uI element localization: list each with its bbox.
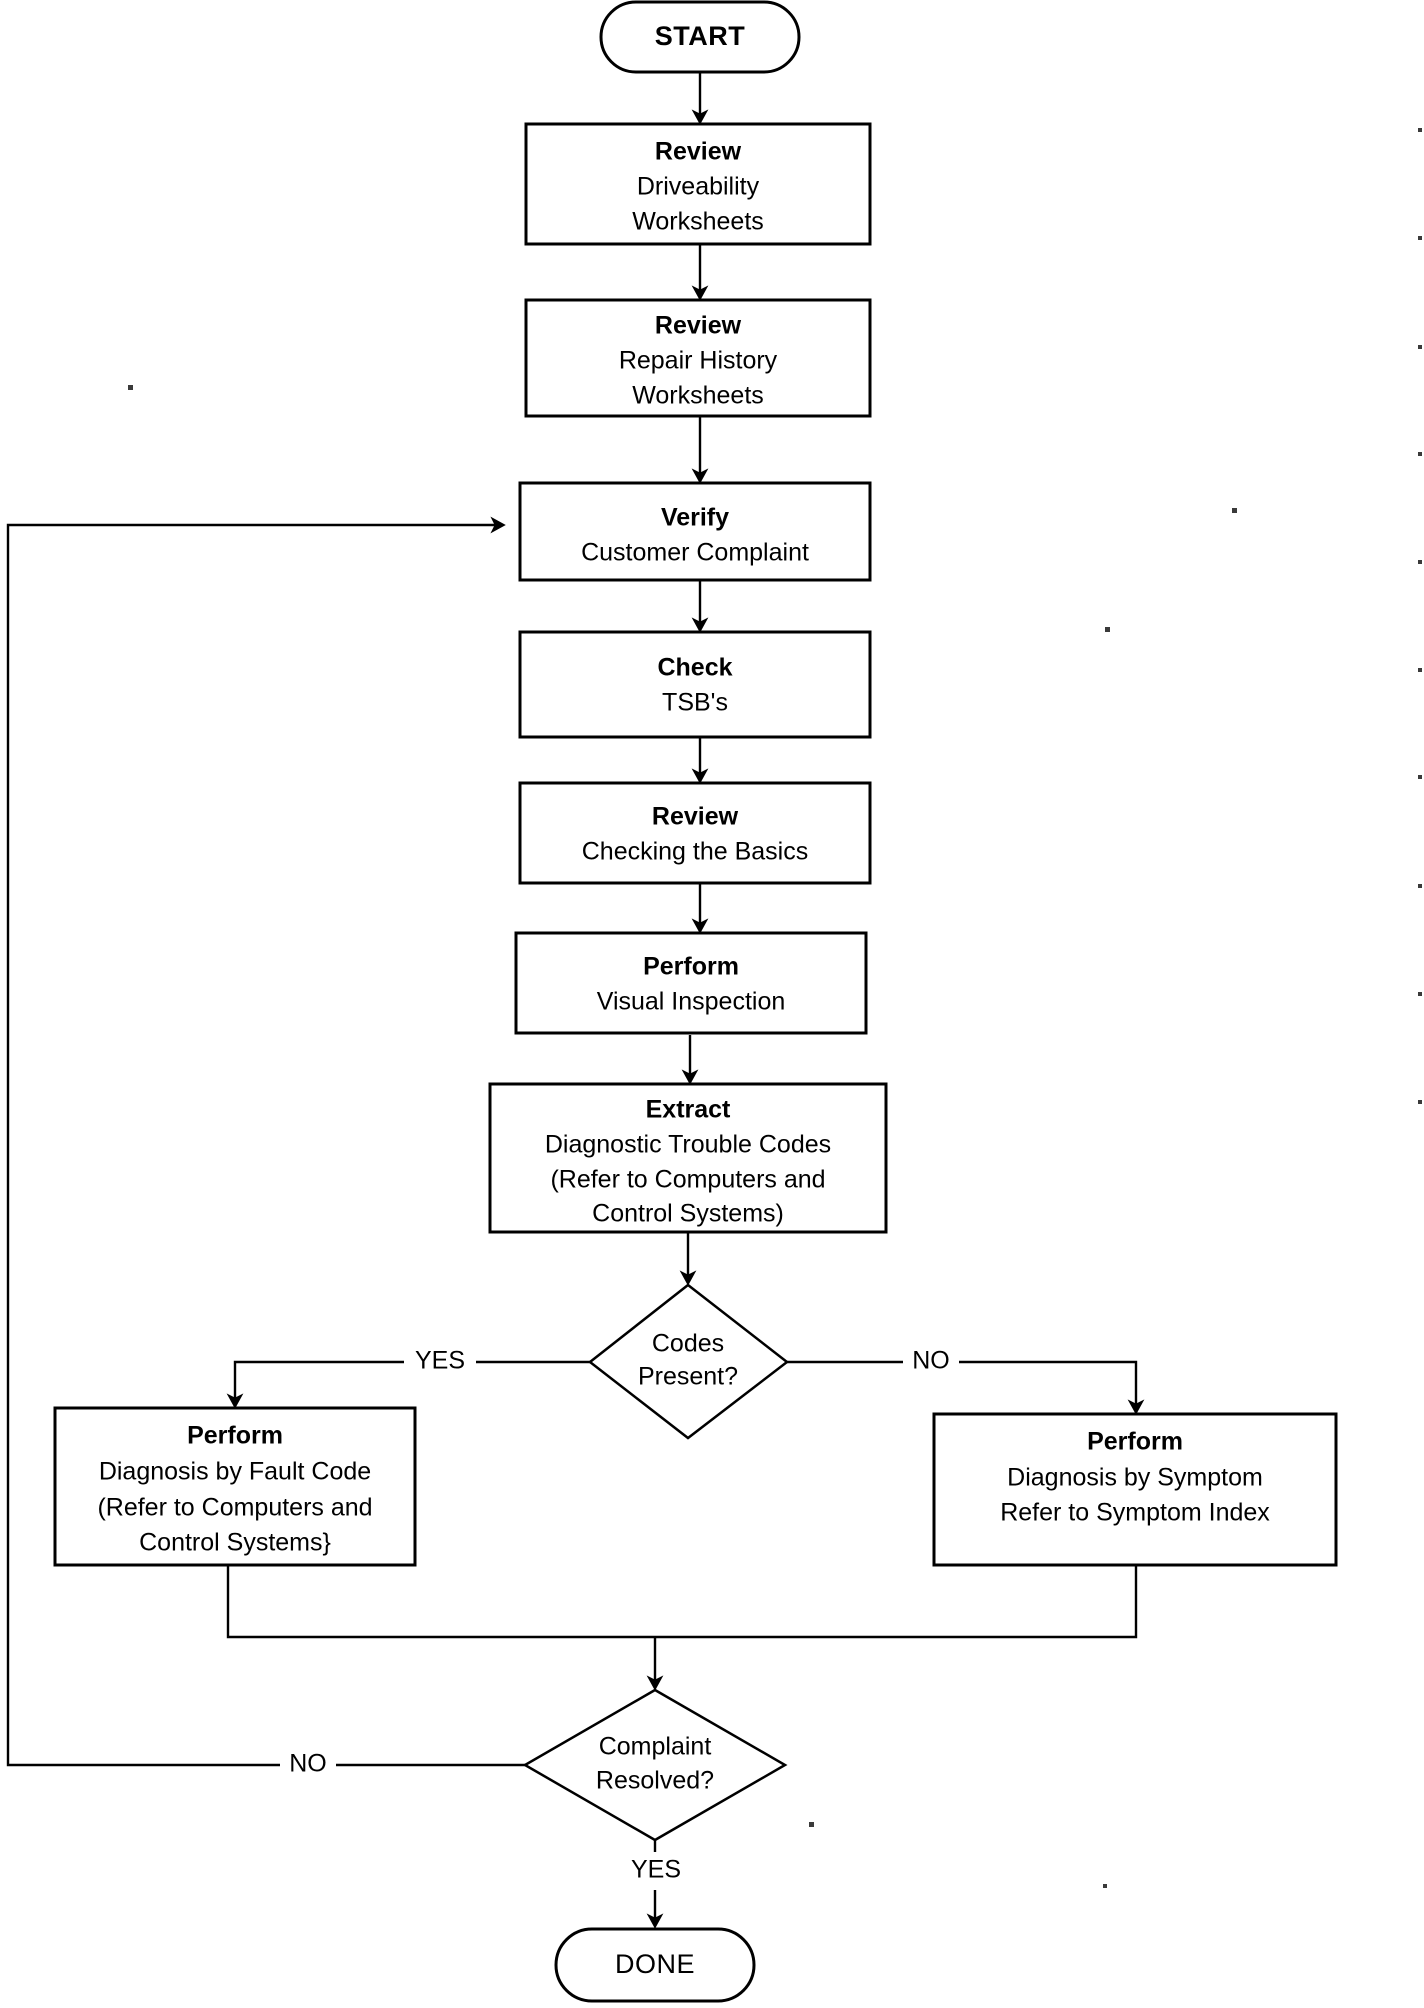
extract-dtc-line2: Diagnostic Trouble Codes [545,1131,831,1159]
review-driveability-head: Review [655,138,742,166]
node-diagnosis-fault-code[interactable]: Perform Diagnosis by Fault Code (Refer t… [53,1406,417,1567]
node-review-driveability[interactable]: Review Driveability Worksheets [524,122,872,246]
diagnosis-fault-code-head: Perform [187,1422,283,1450]
resolved-no-label: NO [289,1750,327,1778]
node-review-repair-history[interactable]: Review Repair History Worksheets [524,298,872,418]
codes-yes-label: YES [415,1347,465,1375]
complaint-resolved-diamond [522,1688,788,1842]
review-basics-head: Review [652,803,739,831]
extract-dtc-line3: (Refer to Computers and [550,1166,825,1194]
label-resolved-no: NO [280,1746,336,1784]
review-repair-history-line3: Worksheets [632,382,764,410]
resolved-yes-label: YES [631,1856,681,1884]
node-codes-present[interactable]: Codes Present? [587,1283,790,1440]
diagnosis-symptom-head: Perform [1087,1428,1183,1456]
review-repair-history-box [524,298,872,418]
review-repair-history-head: Review [655,312,742,340]
edge-symptom-to-merge [655,1565,1138,1639]
extract-dtc-box [488,1082,888,1234]
review-basics-line2: Checking the Basics [582,838,809,866]
node-diagnosis-symptom[interactable]: Perform Diagnosis by Symptom Refer to Sy… [932,1412,1338,1567]
start-terminator-shape [599,0,801,74]
edge-resolved-no-loopback [6,516,525,1767]
complaint-resolved-line2: Resolved? [596,1767,714,1795]
edge-codes-no-to-symptom [787,1360,1145,1415]
node-done[interactable]: DONE [554,1927,756,2003]
node-extract-dtc[interactable]: Extract Diagnostic Trouble Codes (Refer … [488,1082,888,1234]
diagnosis-fault-code-line4: Control Systems} [139,1529,331,1557]
review-driveability-line2: Driveability [637,173,760,201]
extract-dtc-head: Extract [646,1096,731,1124]
node-check-tsbs[interactable]: Check TSB's [518,630,872,739]
verify-complaint-head: Verify [661,504,729,532]
label-codes-no: NO [903,1343,959,1381]
start-label: START [655,21,746,51]
verify-complaint-box [518,481,872,582]
diagnosis-fault-code-box [53,1406,417,1567]
check-tsbs-line2: TSB's [662,689,728,717]
done-terminator-shape [554,1927,756,2003]
codes-no-label: NO [912,1347,950,1375]
node-review-basics[interactable]: Review Checking the Basics [518,781,872,885]
check-tsbs-box [518,630,872,739]
node-complaint-resolved[interactable]: Complaint Resolved? [522,1688,788,1842]
review-driveability-line3: Worksheets [632,208,764,236]
edge-fault-code-to-merge [226,1565,655,1639]
codes-present-line2: Present? [638,1363,738,1391]
diagnosis-symptom-line3: Refer to Symptom Index [1000,1499,1270,1527]
diagnosis-symptom-line2: Diagnosis by Symptom [1007,1464,1263,1492]
check-tsbs-head: Check [657,654,732,682]
review-repair-history-line2: Repair History [619,347,778,375]
review-driveability-box [524,122,872,246]
visual-inspection-line2: Visual Inspection [597,988,786,1016]
extract-dtc-line4: Control Systems) [592,1200,784,1228]
node-verify-complaint[interactable]: Verify Customer Complaint [518,481,872,582]
node-start[interactable]: START [599,0,801,74]
scan-artifacts [128,128,1422,1888]
visual-inspection-box [514,931,868,1035]
diagnosis-fault-code-line2: Diagnosis by Fault Code [99,1458,371,1486]
complaint-resolved-line1: Complaint [599,1733,712,1761]
review-basics-box [518,781,872,885]
diagnosis-fault-code-line3: (Refer to Computers and [97,1494,372,1522]
label-resolved-yes: YES [620,1852,692,1890]
codes-present-diamond [587,1283,790,1440]
diagnosis-symptom-box [932,1412,1338,1567]
label-codes-yes: YES [404,1343,476,1381]
visual-inspection-head: Perform [643,953,739,981]
node-visual-inspection[interactable]: Perform Visual Inspection [514,931,868,1035]
codes-present-line1: Codes [652,1330,724,1358]
verify-complaint-line2: Customer Complaint [581,539,809,567]
done-label: DONE [615,1949,695,1979]
